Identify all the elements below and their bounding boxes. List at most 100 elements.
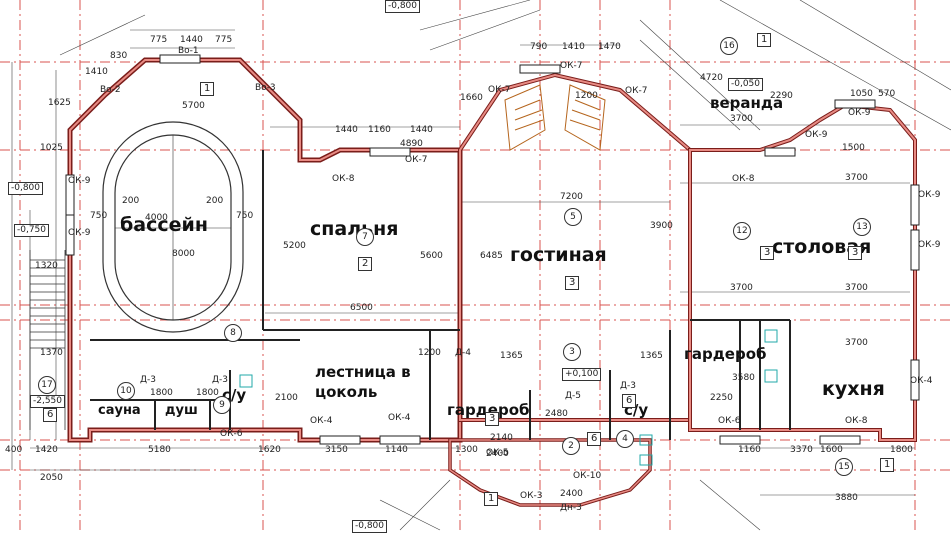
room-number-box: 3 bbox=[485, 412, 500, 426]
room-label-veranda: веранда bbox=[710, 94, 784, 112]
svg-text:ОК-9: ОК-9 bbox=[918, 240, 941, 250]
level-mark-left: -0,800 bbox=[8, 182, 44, 195]
room-label-sauna: сауна bbox=[98, 403, 141, 418]
svg-text:ОК-7: ОК-7 bbox=[625, 86, 647, 96]
svg-text:1410: 1410 bbox=[562, 42, 585, 52]
svg-text:775: 775 bbox=[215, 35, 232, 45]
svg-text:Д-4: Д-4 bbox=[455, 348, 471, 358]
svg-text:ОК-9: ОК-9 bbox=[68, 228, 91, 238]
room-number-circle: 7 bbox=[356, 228, 374, 246]
svg-text:ОК-10: ОК-10 bbox=[573, 471, 601, 481]
room-label-living: гостиная bbox=[510, 244, 607, 266]
svg-text:1440: 1440 bbox=[410, 125, 433, 135]
room-number-circle: 16 bbox=[720, 37, 738, 55]
room-number-box: 2 bbox=[358, 257, 373, 271]
room-number-circle: 9 bbox=[213, 396, 231, 414]
svg-text:2400: 2400 bbox=[486, 449, 509, 459]
svg-text:Во-3: Во-3 bbox=[255, 83, 276, 93]
svg-text:790: 790 bbox=[530, 42, 547, 52]
svg-text:ОК-7: ОК-7 bbox=[560, 61, 582, 71]
svg-text:8000: 8000 bbox=[172, 249, 195, 259]
svg-text:200: 200 bbox=[206, 196, 223, 206]
svg-text:1440: 1440 bbox=[335, 125, 358, 135]
svg-text:1420: 1420 bbox=[35, 445, 58, 455]
svg-text:1600: 1600 bbox=[820, 445, 843, 455]
svg-text:1025: 1025 bbox=[40, 143, 63, 153]
room-number-box: 6 bbox=[43, 408, 58, 422]
svg-text:570: 570 bbox=[878, 89, 895, 99]
room-label-stairs: лестница в цоколь bbox=[315, 363, 411, 401]
svg-text:3900: 3900 bbox=[650, 221, 673, 231]
svg-text:1365: 1365 bbox=[640, 351, 663, 361]
room-label-bedroom: спальня bbox=[310, 218, 399, 240]
svg-text:2140: 2140 bbox=[490, 433, 513, 443]
svg-text:3700: 3700 bbox=[845, 338, 868, 348]
svg-text:3700: 3700 bbox=[730, 283, 753, 293]
svg-text:ОК-9: ОК-9 bbox=[68, 176, 91, 186]
svg-text:4000: 4000 bbox=[145, 213, 168, 223]
room-number-box: 6 bbox=[587, 432, 602, 446]
svg-text:ОК-6: ОК-6 bbox=[220, 429, 243, 439]
svg-text:4720: 4720 bbox=[700, 73, 723, 83]
svg-text:ОК-4: ОК-4 bbox=[310, 416, 333, 426]
room-number-circle: 10 bbox=[117, 382, 135, 400]
svg-text:1200: 1200 bbox=[418, 348, 441, 358]
dimension-texts: 775 1440 775 830 1410 1625 1025 5700 400… bbox=[5, 35, 913, 503]
svg-text:750: 750 bbox=[90, 211, 107, 221]
central-stairs bbox=[504, 84, 606, 151]
svg-text:5600: 5600 bbox=[420, 251, 443, 261]
room-label-wardrobe-2: гардероб bbox=[684, 345, 767, 363]
svg-text:2050: 2050 bbox=[40, 473, 63, 483]
svg-text:1160: 1160 bbox=[368, 125, 391, 135]
pool-track bbox=[102, 121, 244, 333]
room-number-box: 3 bbox=[848, 246, 863, 260]
svg-text:2290: 2290 bbox=[770, 91, 793, 101]
svg-text:ОК-8: ОК-8 bbox=[332, 174, 355, 184]
svg-text:2400: 2400 bbox=[560, 489, 583, 499]
svg-text:Во-1: Во-1 bbox=[178, 46, 199, 56]
svg-text:Д-5: Д-5 bbox=[565, 391, 581, 401]
svg-text:3700: 3700 bbox=[730, 114, 753, 124]
svg-text:1800: 1800 bbox=[150, 388, 173, 398]
svg-text:Дн-3: Дн-3 bbox=[560, 503, 582, 513]
svg-text:1620: 1620 bbox=[258, 445, 281, 455]
svg-text:ОК-9: ОК-9 bbox=[805, 130, 828, 140]
svg-text:ОК-6: ОК-6 bbox=[718, 416, 741, 426]
room-number-box: 1 bbox=[880, 458, 895, 472]
svg-text:4890: 4890 bbox=[400, 139, 423, 149]
room-number-circle: 17 bbox=[38, 376, 56, 394]
svg-text:ОК-8: ОК-8 bbox=[845, 416, 868, 426]
svg-text:7200: 7200 bbox=[560, 192, 583, 202]
room-number-box: 6 bbox=[622, 394, 637, 408]
svg-text:3370: 3370 bbox=[790, 445, 813, 455]
svg-text:775: 775 bbox=[150, 35, 167, 45]
svg-text:5200: 5200 bbox=[283, 241, 306, 251]
svg-text:200: 200 bbox=[122, 196, 139, 206]
svg-text:ОК-9: ОК-9 bbox=[848, 108, 871, 118]
svg-text:Во-2: Во-2 bbox=[100, 85, 121, 95]
window-marks bbox=[65, 54, 920, 445]
svg-text:1800: 1800 bbox=[890, 445, 913, 455]
svg-text:750: 750 bbox=[236, 211, 253, 221]
svg-text:ОК-4: ОК-4 bbox=[910, 376, 933, 386]
svg-text:ОК-7: ОК-7 bbox=[488, 85, 510, 95]
room-number-box: 3 bbox=[760, 246, 775, 260]
svg-text:1410: 1410 bbox=[85, 67, 108, 77]
level-mark-top: -0,800 bbox=[385, 0, 421, 13]
interior-walls bbox=[90, 150, 791, 440]
opening-labels: ОК-9 ОК-9 ОК-9 ОК-9 ОК-9 ОК-9 ОК-8 ОК-8 … bbox=[68, 46, 941, 513]
svg-text:1370: 1370 bbox=[40, 348, 63, 358]
room-number-circle: 12 bbox=[733, 222, 751, 240]
room-label-shower: душ bbox=[165, 403, 198, 418]
svg-text:6485: 6485 bbox=[480, 251, 503, 261]
svg-text:3880: 3880 bbox=[835, 493, 858, 503]
svg-text:1660: 1660 bbox=[460, 93, 483, 103]
svg-text:ОК-3: ОК-3 bbox=[520, 491, 542, 501]
svg-text:1140: 1140 bbox=[385, 445, 408, 455]
svg-text:ОК-9: ОК-9 bbox=[918, 190, 941, 200]
svg-text:1440: 1440 bbox=[180, 35, 203, 45]
room-label-kitchen: кухня bbox=[822, 378, 885, 400]
svg-text:Д-3: Д-3 bbox=[620, 381, 636, 391]
svg-text:ОК-4: ОК-4 bbox=[388, 413, 411, 423]
room-number-box: 1 bbox=[484, 492, 499, 506]
